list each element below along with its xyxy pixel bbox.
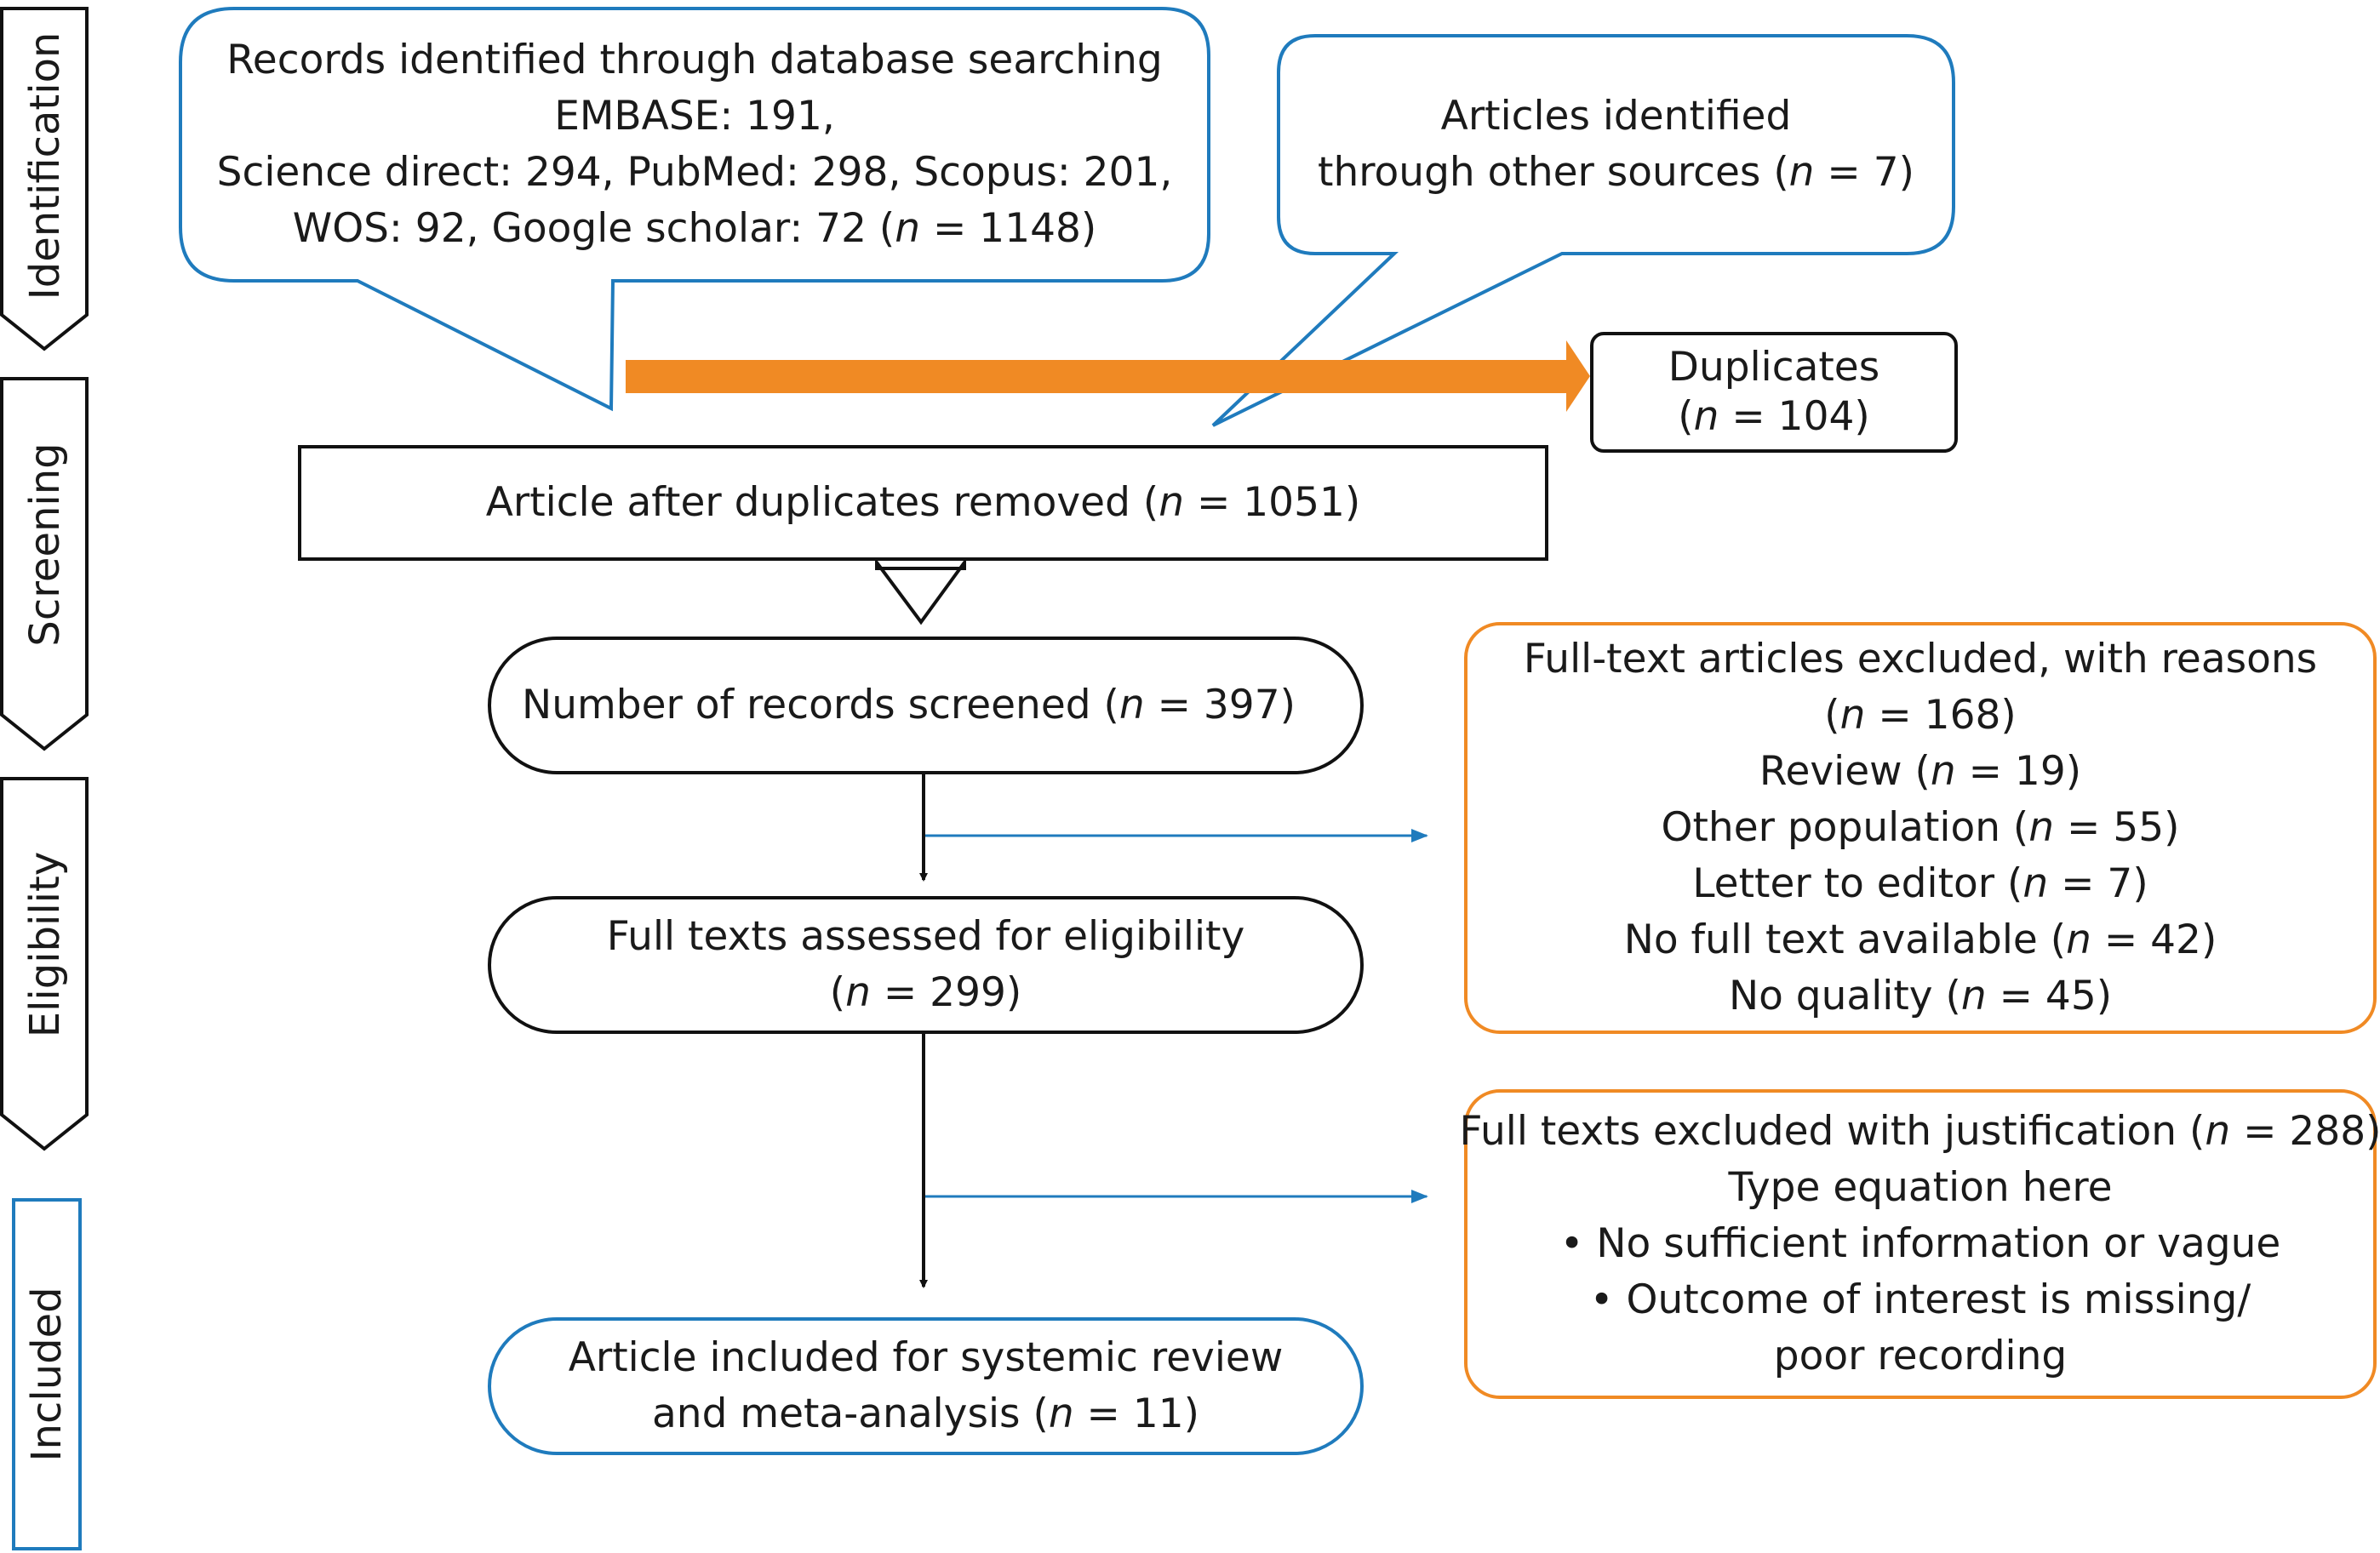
other-sources-box-line: Articles identified — [1440, 93, 1792, 140]
excluded-reasons-box-line: No quality (n = 45) — [1728, 973, 2113, 1019]
screened-box: Number of records screened (n = 397) — [489, 638, 1362, 773]
stage-label-screening: Screening — [21, 442, 69, 647]
included-box-line: and meta-analysis (n = 11) — [651, 1390, 1200, 1437]
excluded-justification-box-line: • Outcome of interest is missing/ — [1589, 1276, 2251, 1323]
stage-included-shape — [12, 1198, 82, 1550]
database-box-line: Records identified through database sear… — [226, 37, 1163, 83]
after-duplicates-box-line: Article after duplicates removed (n = 10… — [485, 479, 1361, 526]
stage-label-included: Included — [23, 1287, 71, 1462]
duplicates-arrow — [626, 340, 1590, 412]
assessed-box-line: Full texts assessed for eligibility — [606, 913, 1245, 960]
excluded-reasons-box-shape — [1464, 622, 2377, 1034]
included-box-line: Article included for systemic review — [568, 1334, 1284, 1381]
after-duplicates-box-shape — [298, 445, 1548, 561]
stage-screening-shape — [0, 377, 89, 751]
duplicates-box: Duplicates(n = 104) — [1592, 334, 1956, 451]
after-duplicates-box: Article after duplicates removed (n = 10… — [300, 447, 1547, 559]
excluded-justification-box-line: Type equation here — [1728, 1164, 2113, 1211]
database-box-line: WOS: 92, Google scholar: 72 (n = 1148) — [292, 205, 1097, 252]
stage-eligibility-shape — [0, 777, 89, 1151]
other-sources-box: Articles identified through other sources… — [1279, 36, 1954, 254]
stage-label-eligibility: Eligibility — [21, 851, 69, 1038]
other-sources-callout-shape — [1211, 34, 1955, 427]
excluded-reasons-box-line: (n = 168) — [1824, 692, 2017, 739]
duplicates-box-line: (n = 104) — [1678, 393, 1870, 440]
stage-label-identification: Identification — [21, 31, 69, 300]
excluded-reasons-box-line: Review (n = 19) — [1759, 748, 2082, 795]
stage-identification-shape — [0, 7, 89, 351]
excluded-justification-box-line: Full texts excluded with justification (… — [1459, 1108, 2380, 1155]
assessed-box-shape — [488, 896, 1364, 1034]
database-box-line: EMBASE: 191, — [554, 93, 835, 140]
excluded-reasons-box-line: No full text available (n = 42) — [1623, 916, 2217, 963]
excluded-reasons-box-line: Letter to editor (n = 7) — [1692, 860, 2148, 907]
excluded-reasons-box: Full-text articles excluded, with reason… — [1466, 624, 2375, 1032]
screened-box-line: Number of records screened (n = 397) — [522, 682, 1296, 728]
included-box-shape — [488, 1317, 1364, 1455]
duplicates-box-shape — [1590, 332, 1958, 453]
database-callout-shape — [179, 7, 1210, 412]
assessed-box: Full texts assessed for eligibility (n = … — [489, 898, 1362, 1032]
assessed-box-line: (n = 299) — [829, 969, 1022, 1016]
included-box: Article included for systemic review and … — [489, 1319, 1362, 1453]
database-box-line: Science direct: 294, PubMed: 298, Scopus… — [216, 149, 1173, 196]
excluded-justification-box: Full texts excluded with justification (… — [1460, 1091, 2380, 1397]
screened-box-shape — [488, 637, 1364, 774]
duplicates-box-line: Duplicates — [1668, 344, 1880, 391]
hollow-down-arrow — [875, 557, 966, 625]
excluded-reasons-box-line: Full-text articles excluded, with reason… — [1523, 636, 2318, 682]
excluded-justification-box-line: • No sufficient information or vague — [1559, 1220, 2281, 1267]
excluded-justification-box-line: poor recording — [1773, 1333, 2068, 1379]
excluded-reasons-box-line: Other population (n = 55) — [1661, 804, 2180, 851]
database-box: Records identified through database sear… — [180, 17, 1209, 272]
other-sources-box-line: through other sources (n = 7) — [1318, 149, 1914, 196]
excluded-justification-box-shape — [1464, 1089, 2377, 1399]
